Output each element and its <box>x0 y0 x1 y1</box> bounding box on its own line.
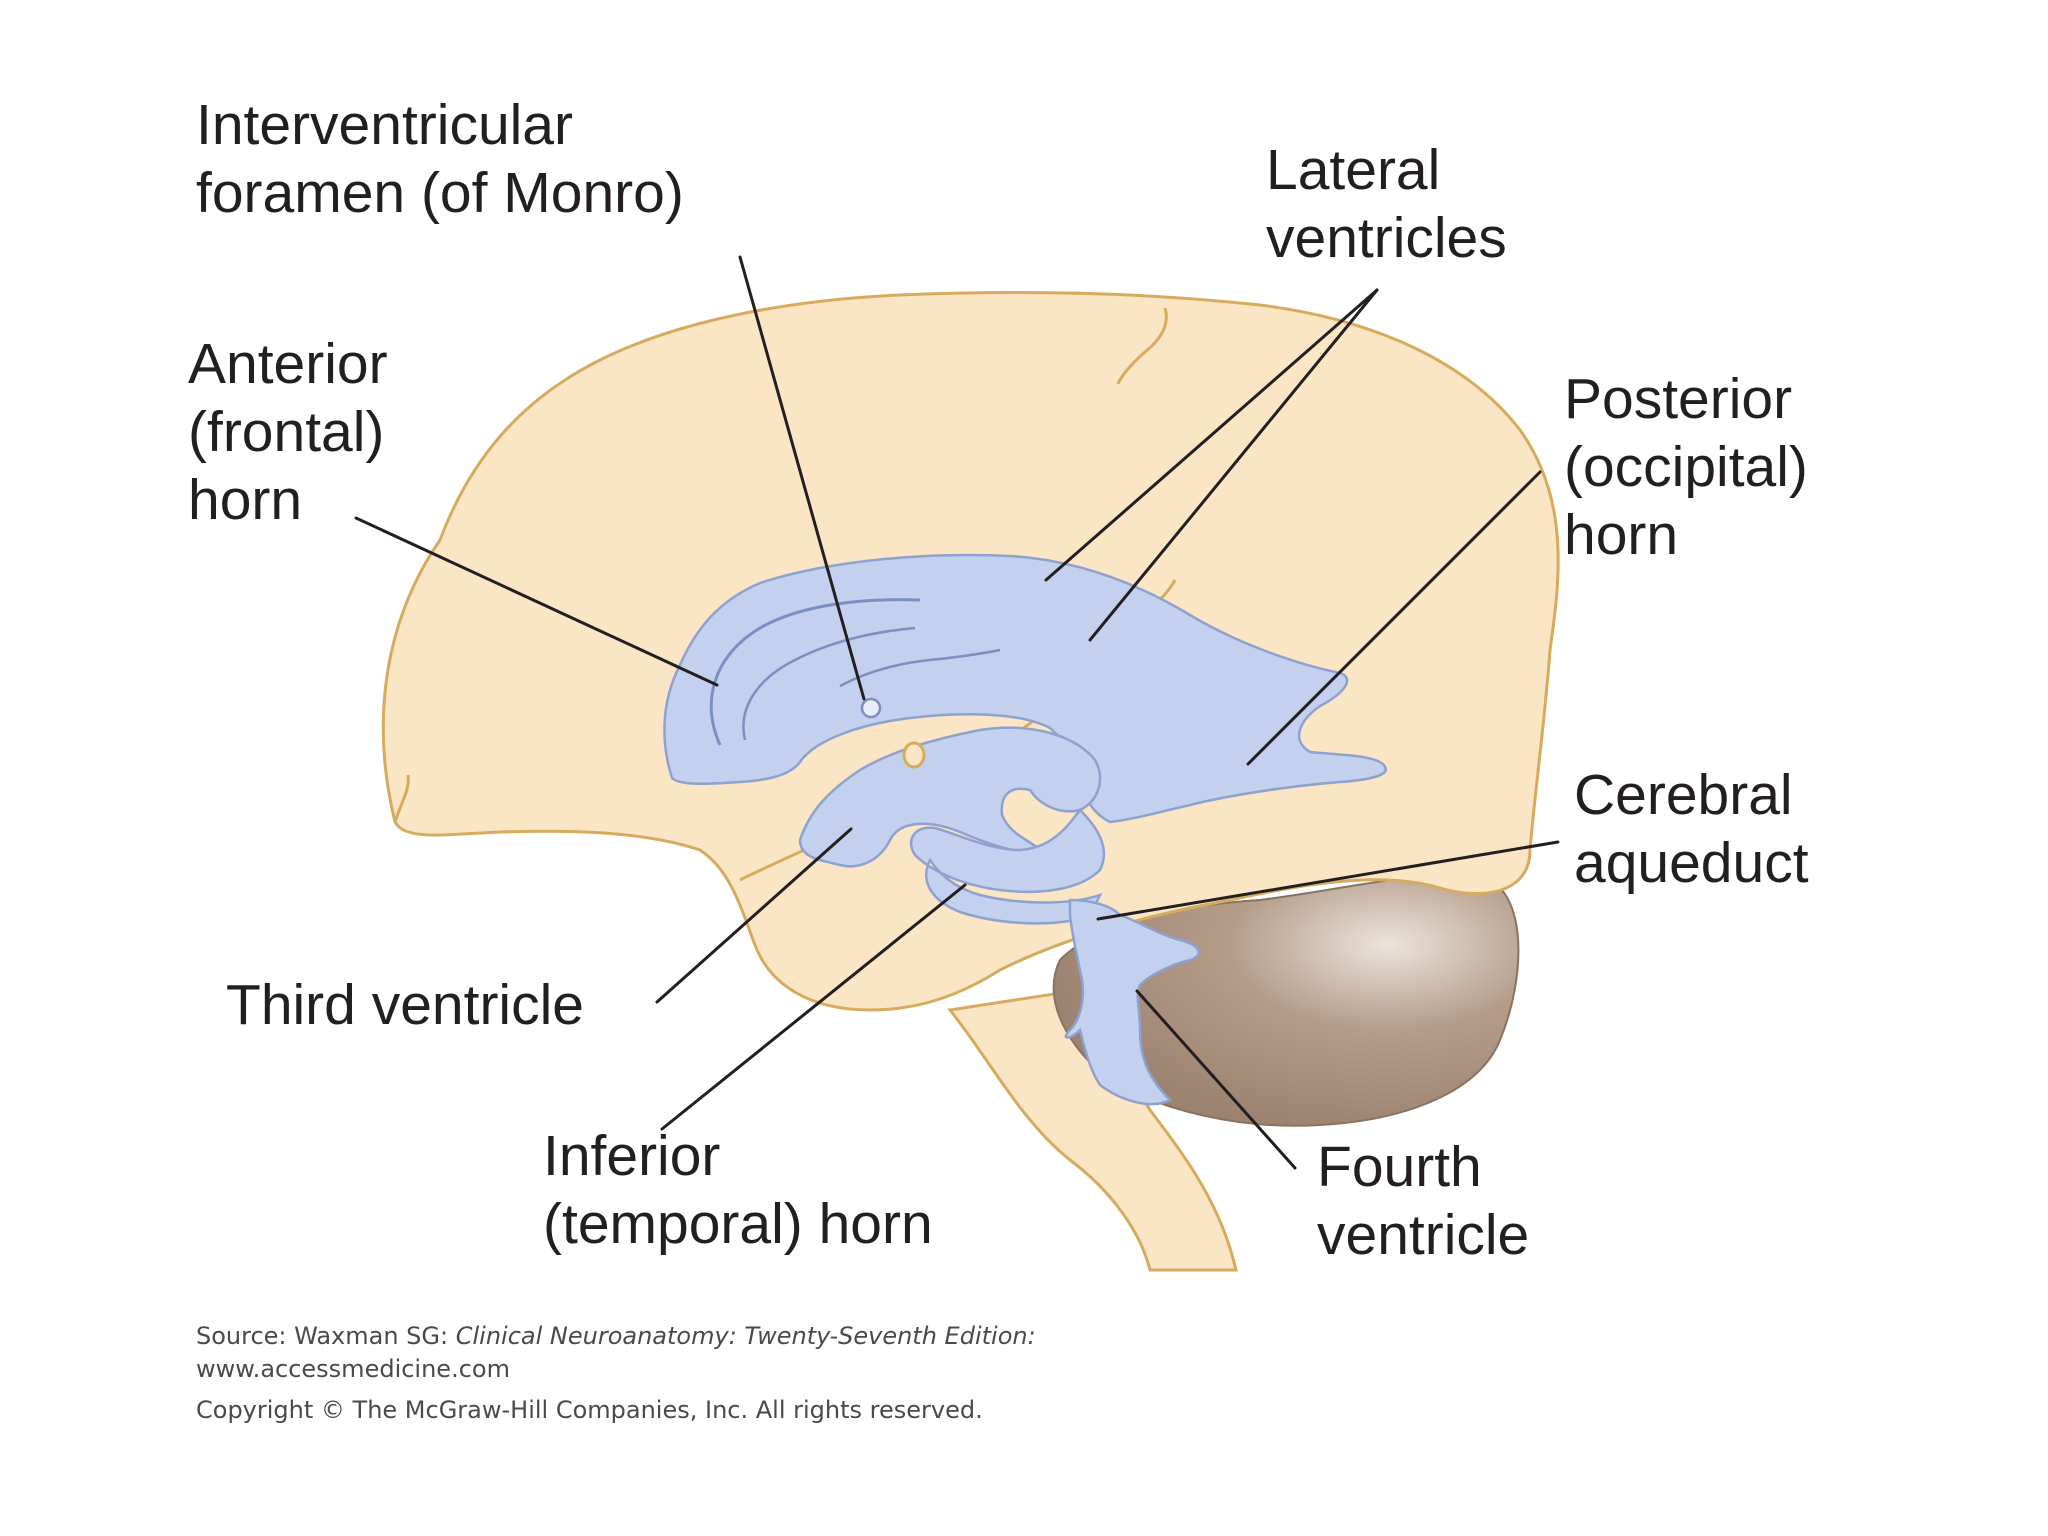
label-inferior-horn: Inferior (temporal) horn <box>543 1124 933 1256</box>
leader-fourth-ventricle <box>1135 989 1297 1170</box>
label-cerebral-aqueduct: Cerebral aqueduct <box>1574 763 1809 895</box>
leader-inferior-horn <box>660 883 967 1131</box>
lateral-ventricle <box>663 553 1387 824</box>
leader-cerebral-aqueduct <box>1096 840 1560 921</box>
source-prefix: Source: Waxman SG: <box>196 1322 456 1350</box>
label-third-ventricle: Third ventricle <box>226 973 584 1037</box>
leader-posterior-horn <box>1246 470 1542 766</box>
fourth-ventricle <box>1064 898 1200 1106</box>
central-sulcus <box>1116 307 1168 385</box>
leader-lateral-ventricles-1 <box>1044 288 1379 582</box>
label-fourth-ventricle: Fourth ventricle <box>1317 1135 1530 1267</box>
label-posterior-horn: Posterior (occipital) horn <box>1564 367 1808 567</box>
caudate-inner <box>742 626 916 741</box>
fornix-outline <box>839 648 1001 688</box>
foramen-of-monro-marker <box>860 697 882 719</box>
leader-interventricular-foramen <box>738 255 866 701</box>
caudate-outline <box>709 598 921 746</box>
massa-intermedia <box>902 741 926 769</box>
leader-third-ventricle <box>655 827 853 1004</box>
leader-anterior-horn <box>354 516 719 687</box>
leader-lateral-ventricles-2 <box>1088 288 1379 642</box>
label-anterior-horn: Anterior (frontal) horn <box>188 332 388 532</box>
copyright-notice: Copyright © The McGraw-Hill Companies, I… <box>196 1396 983 1424</box>
source-book-title: Clinical Neuroanatomy: Twenty-Seventh Ed… <box>455 1322 1036 1350</box>
label-interventricular-foramen: Interventricular foramen (of Monro) <box>196 93 684 225</box>
frontal-notch <box>393 774 410 823</box>
source-citation: Source: Waxman SG: Clinical Neuroanatomy… <box>196 1320 1036 1353</box>
source-url: www.accessmedicine.com <box>196 1355 510 1383</box>
label-lateral-ventricles: Lateral ventricles <box>1266 138 1507 270</box>
third-ventricle <box>798 726 1102 868</box>
